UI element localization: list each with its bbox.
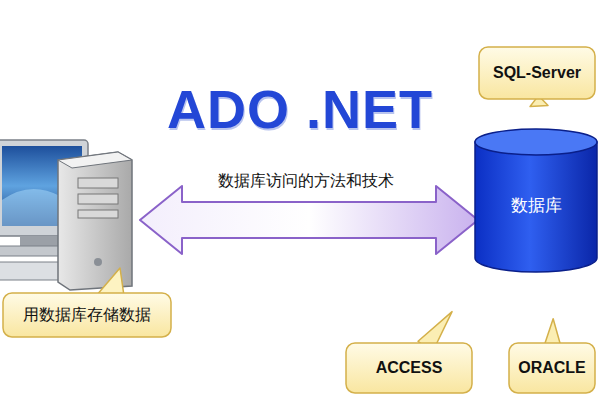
node-text: 用数据库存储数据 xyxy=(23,305,151,326)
arrow-label: 数据库访问的方法和技术 xyxy=(215,171,397,192)
node-text: 数据库 xyxy=(511,194,562,217)
diagram-title: ADO .NET xyxy=(0,78,600,140)
node-text: ACCESS xyxy=(376,359,443,377)
callout-box: ORACLE xyxy=(508,342,596,394)
computer xyxy=(0,140,132,290)
node-text: ORACLE xyxy=(518,359,586,377)
callout-box: 用数据库存储数据 xyxy=(2,292,172,338)
database-cylinder: 数据库 xyxy=(474,128,598,272)
node-text: SQL-Server xyxy=(493,64,581,82)
callout-box: SQL-Server xyxy=(478,46,596,100)
callout-tail xyxy=(96,268,124,296)
callout-box: ACCESS xyxy=(345,342,473,394)
double-arrow xyxy=(140,186,478,254)
